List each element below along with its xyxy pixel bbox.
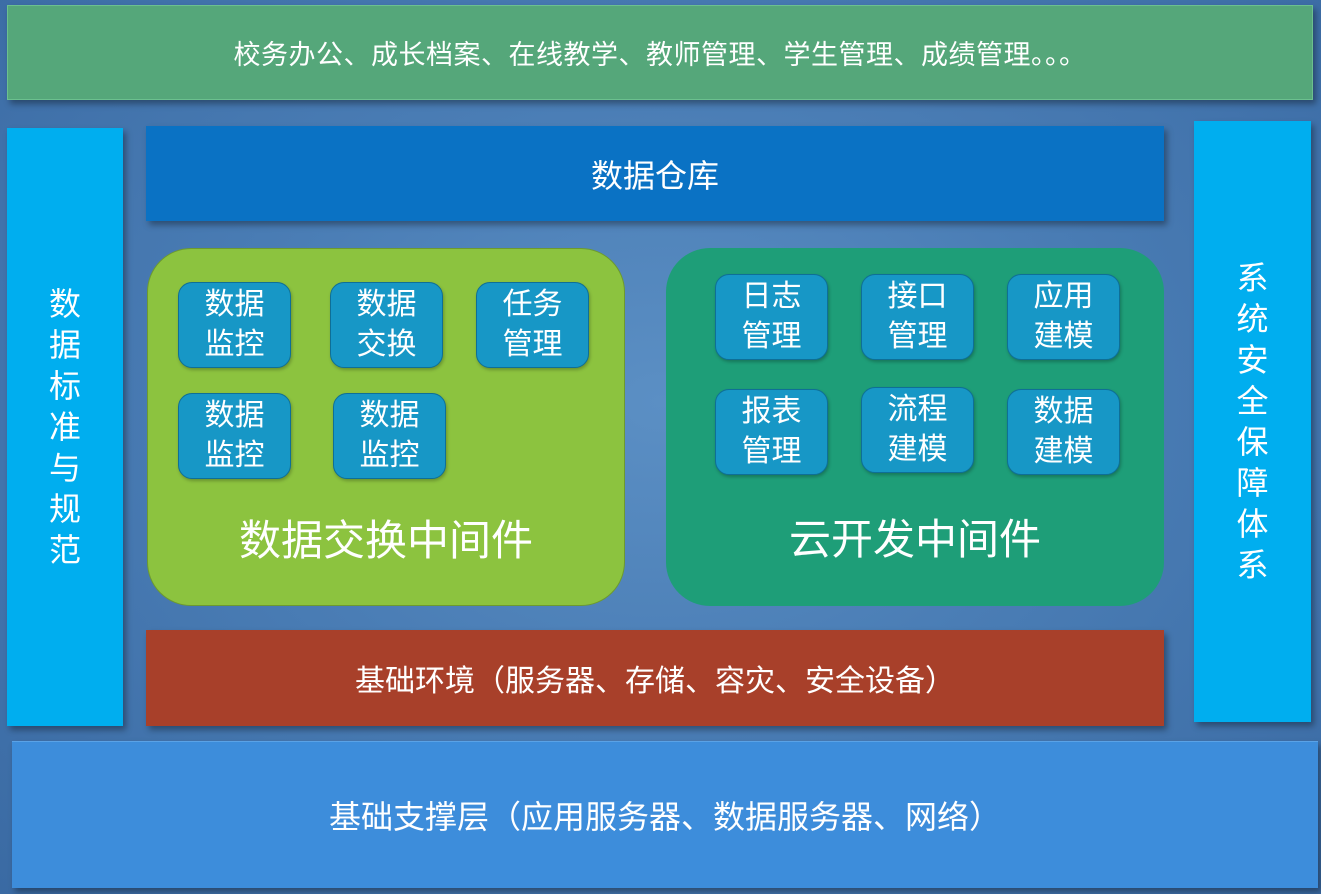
data-standards-char: 数 [48, 284, 81, 323]
cloud-module: 报表 管理 [715, 389, 828, 475]
data-standards-char: 与 [48, 448, 81, 487]
security-system-char: 障 [1236, 463, 1269, 502]
data-standards-char: 据 [48, 325, 81, 364]
security-system-char: 全 [1236, 381, 1269, 420]
data-exchange-middleware-title: 数据交换中间件 [238, 516, 533, 565]
exchange-module-line: 数据 [359, 398, 420, 433]
exchange-module-line: 交换 [356, 327, 417, 362]
cloud-module-line: 建模 [887, 432, 948, 467]
exchange-module-line: 数据 [356, 287, 417, 322]
security-system-char: 系 [1236, 545, 1269, 584]
cloud-module-line: 管理 [741, 319, 802, 354]
exchange-module: 数据 监控 [178, 393, 291, 479]
cloud-module: 接口 管理 [861, 274, 974, 360]
data-warehouse-label: 数据仓库 [590, 156, 719, 195]
security-system-column: 系 统 安 全 保 障 体 系 [1194, 121, 1311, 722]
security-system-char: 系 [1236, 258, 1269, 297]
cloud-module-line: 流程 [887, 392, 948, 427]
exchange-module-line: 监控 [204, 327, 265, 362]
data-warehouse-bar: 数据仓库 [146, 126, 1164, 221]
exchange-module-line: 任务 [502, 287, 563, 322]
cloud-module-line: 管理 [887, 319, 948, 354]
data-exchange-middleware-panel: 数据 监控 数据 交换 任务 管理 数据 监控 数据 监控 数据交换中间件 [147, 248, 625, 606]
cloud-module-line: 建模 [1033, 434, 1094, 469]
application-layer-label: 校务办公、成长档案、在线教学、教师管理、学生管理、成绩管理。。。 [233, 40, 1087, 71]
security-system-char: 统 [1236, 299, 1269, 338]
base-support-label: 基础支撑层（应用服务器、数据服务器、网络） [328, 798, 1001, 836]
cloud-module: 日志 管理 [715, 274, 828, 360]
cloud-module: 流程 建模 [861, 387, 974, 473]
cloud-module-line: 接口 [887, 279, 948, 314]
cloud-module-line: 数据 [1033, 394, 1094, 429]
base-support-layer: 基础支撑层（应用服务器、数据服务器、网络） [12, 741, 1318, 888]
exchange-module: 数据 交换 [330, 282, 443, 368]
cloud-module-line: 管理 [741, 434, 802, 469]
application-layer: 校务办公、成长档案、在线教学、教师管理、学生管理、成绩管理。。。 [7, 5, 1313, 100]
exchange-module-line: 数据 [204, 398, 265, 433]
base-environment-label: 基础环境（服务器、存储、容灾、安全设备） [355, 664, 955, 699]
exchange-module: 数据 监控 [178, 282, 291, 368]
cloud-module: 应用 建模 [1007, 274, 1120, 360]
base-environment-bar: 基础环境（服务器、存储、容灾、安全设备） [146, 630, 1164, 726]
data-standards-char: 准 [48, 407, 81, 446]
cloud-development-middleware-panel: 日志 管理 接口 管理 应用 建模 报表 管理 流程 建模 数据 建模 云开发中… [666, 248, 1164, 606]
cloud-module-line: 报表 [741, 394, 802, 429]
data-standards-char: 范 [48, 530, 81, 569]
cloud-development-middleware-title: 云开发中间件 [788, 515, 1041, 564]
cloud-module-line: 应用 [1033, 279, 1094, 314]
cloud-module-line: 日志 [741, 279, 802, 314]
data-standards-char: 规 [48, 489, 81, 528]
exchange-module: 数据 监控 [333, 393, 446, 479]
exchange-module-line: 管理 [502, 327, 563, 362]
exchange-module-line: 监控 [204, 438, 265, 473]
exchange-module-line: 监控 [359, 438, 420, 473]
data-standards-char: 标 [48, 366, 81, 405]
data-standards-column: 数 据 标 准 与 规 范 [7, 128, 123, 726]
security-system-char: 安 [1236, 340, 1269, 379]
exchange-module-line: 数据 [204, 287, 265, 322]
cloud-module-line: 建模 [1033, 319, 1094, 354]
security-system-char: 保 [1236, 422, 1269, 461]
cloud-module: 数据 建模 [1007, 389, 1120, 475]
exchange-module: 任务 管理 [476, 282, 589, 368]
security-system-char: 体 [1236, 504, 1269, 543]
